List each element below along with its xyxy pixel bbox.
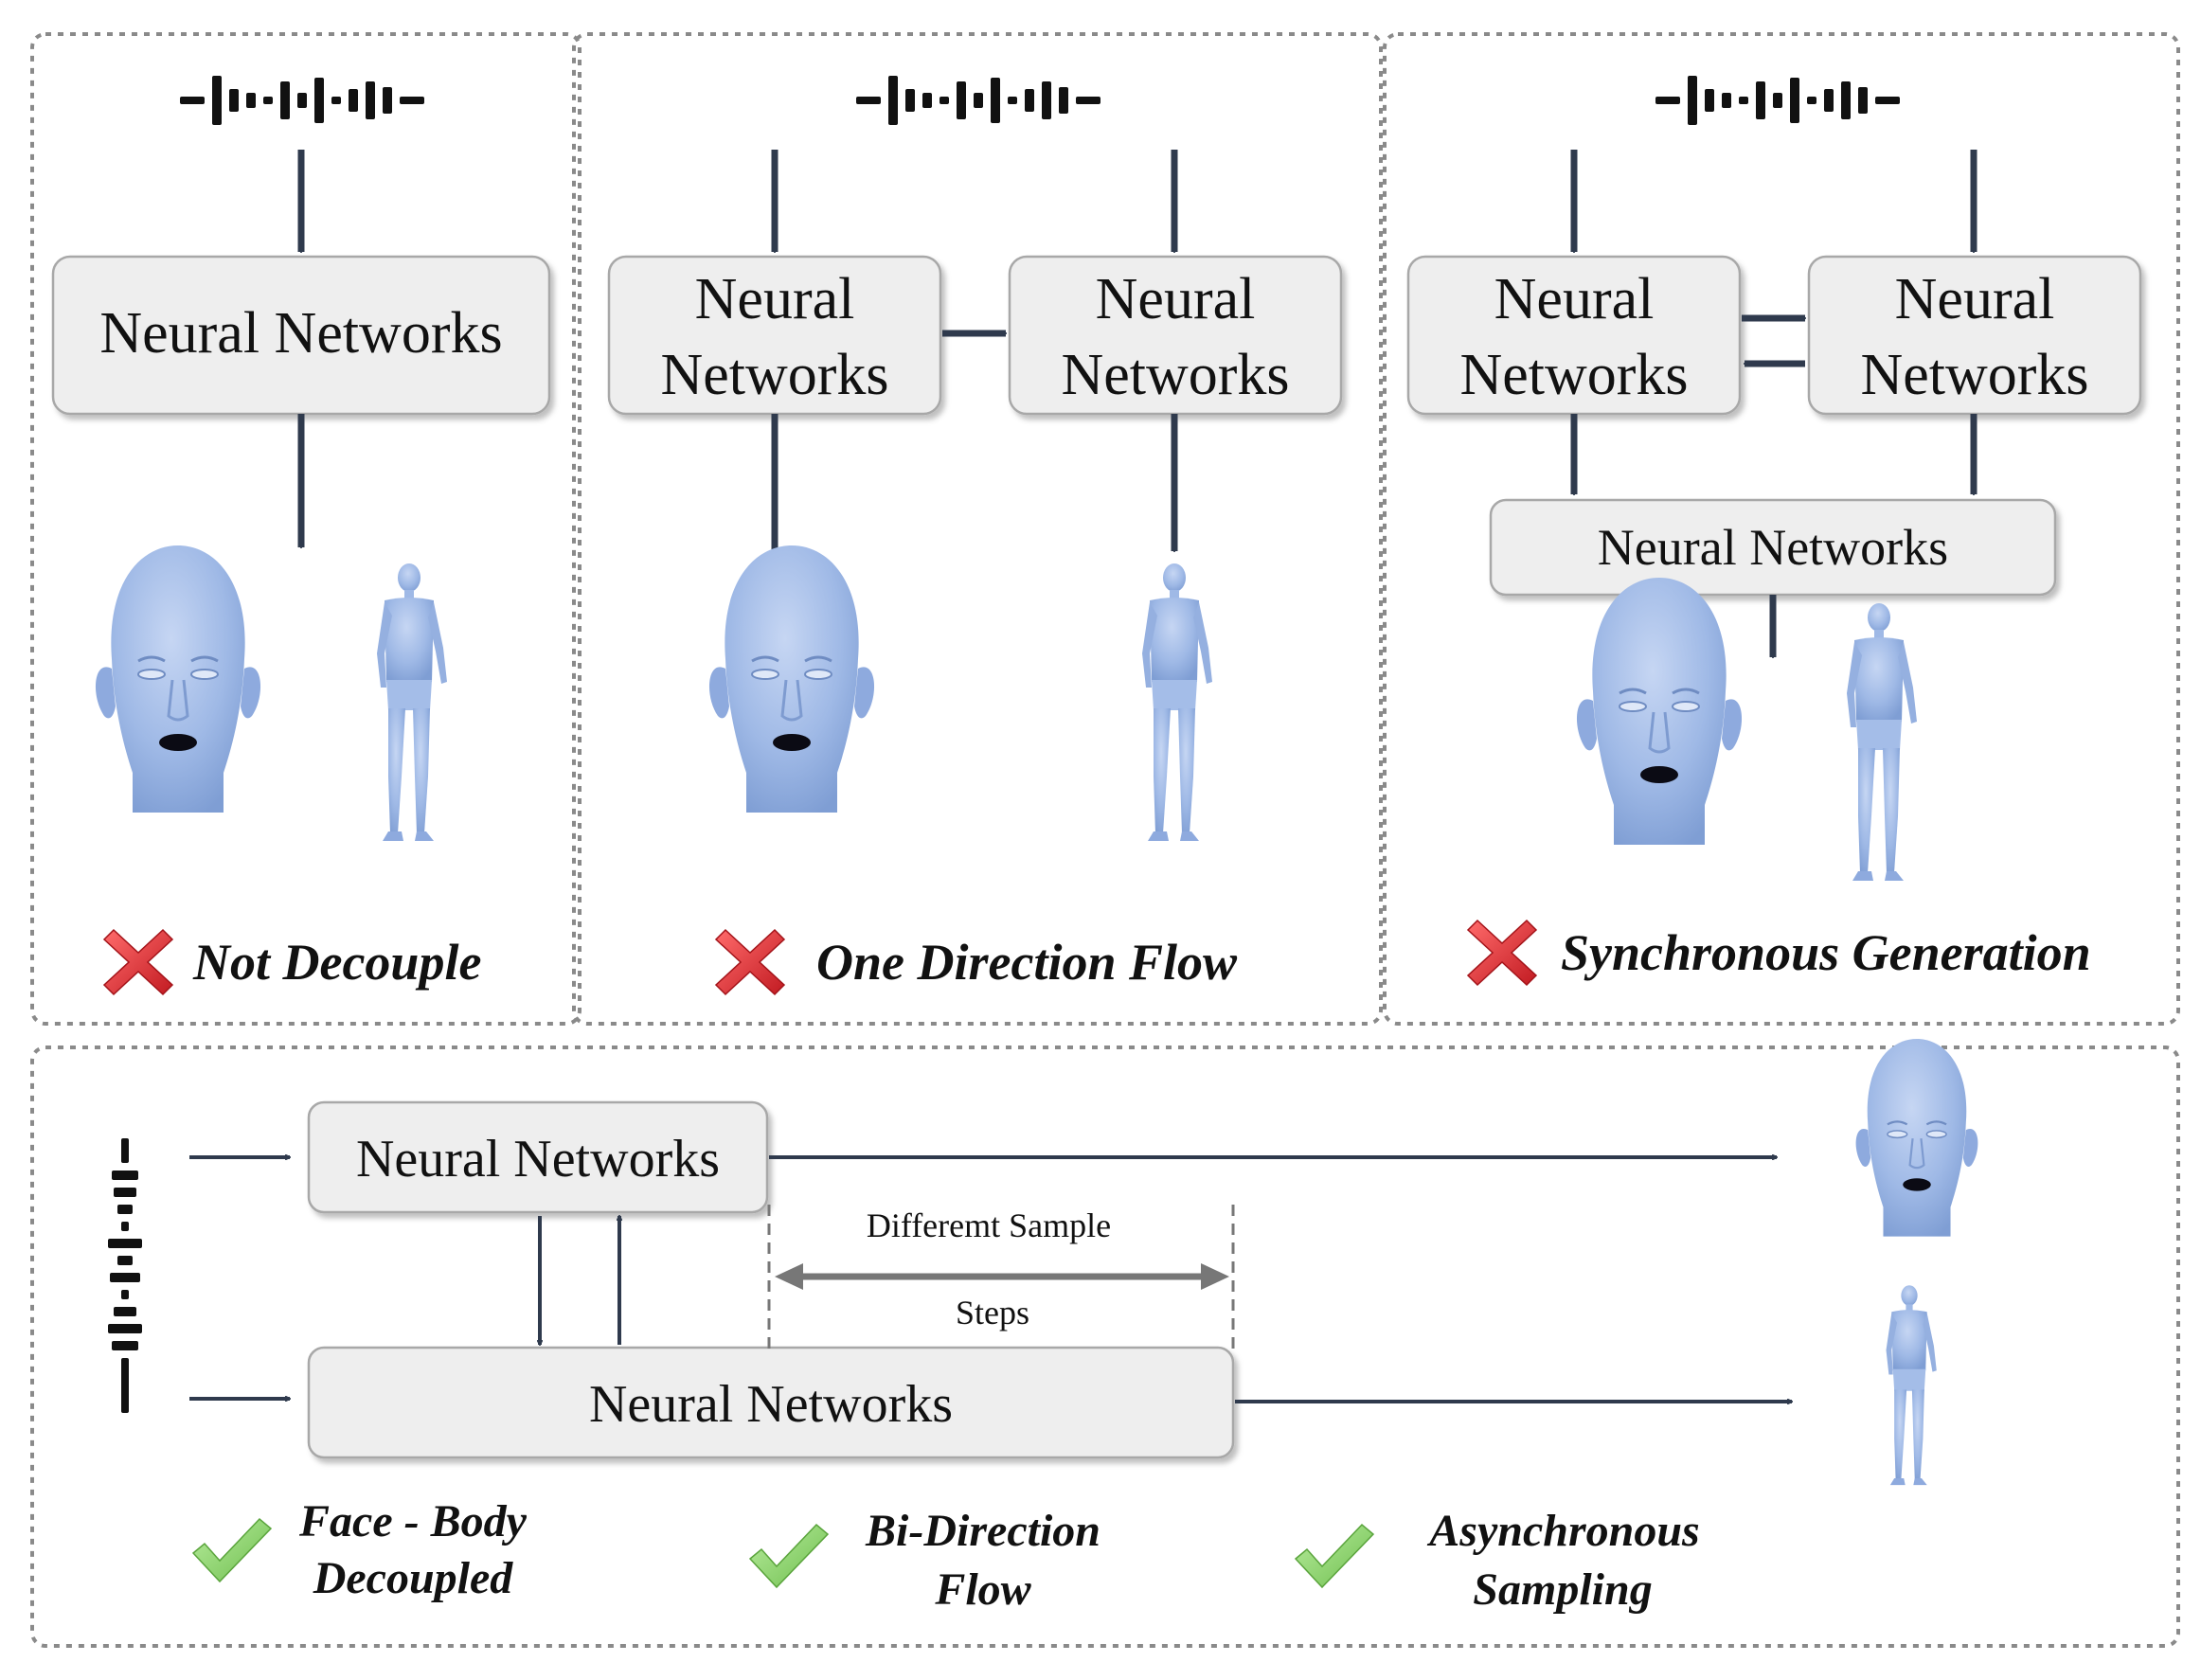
left-network-label-line2: Networks xyxy=(1459,343,1688,407)
right-network-label-line1: Neural xyxy=(1096,267,1256,331)
green-check-icon xyxy=(1295,1524,1374,1588)
fusion-network-label: Neural Networks xyxy=(1598,519,1948,576)
panel-one-direction-flow xyxy=(572,32,1383,1026)
green-check-icon xyxy=(749,1524,829,1588)
face-mesh-icon xyxy=(94,544,262,814)
left-network-label-line1: Neural xyxy=(1494,267,1655,331)
red-cross-icon xyxy=(1467,920,1537,986)
red-cross-icon xyxy=(103,929,173,995)
body-mesh-icon xyxy=(1886,1285,1937,1486)
face-mesh-icon xyxy=(707,544,876,814)
neural-network-label: Neural Networks xyxy=(99,301,502,366)
audio-waveform-icon xyxy=(108,1138,142,1413)
check-async-line1: Asynchronous xyxy=(1426,1506,1699,1556)
left-network-label-line2: Networks xyxy=(660,343,888,407)
face-neural-network-box xyxy=(307,1100,769,1214)
right-network-label-line2: Networks xyxy=(1061,343,1289,407)
green-check-icon xyxy=(192,1518,272,1582)
right-network-label-line2: Networks xyxy=(1860,343,2088,407)
caption-not-decouple: Not Decouple xyxy=(192,934,481,991)
left-network-label-line1: Neural xyxy=(695,267,855,331)
body-mesh-icon xyxy=(1142,563,1212,841)
steps-double-arrow xyxy=(775,1263,1229,1290)
steps-label-line2: Steps xyxy=(956,1294,1029,1331)
audio-waveform-icon xyxy=(856,76,1100,125)
red-cross-icon xyxy=(715,929,785,995)
audio-waveform-icon xyxy=(180,76,424,125)
panel-proposed-method xyxy=(30,1046,2180,1648)
body-network-label: Neural Networks xyxy=(589,1375,953,1434)
panel-synchronous-generation xyxy=(1383,32,2180,1026)
panel-not-decouple xyxy=(30,32,582,1026)
caption-synchronous-generation: Synchronous Generation xyxy=(1561,924,2091,981)
right-network-label-line1: Neural xyxy=(1895,267,2055,331)
check-face-body-line2: Decoupled xyxy=(313,1553,514,1603)
steps-label-line1: Differemt Sample xyxy=(867,1206,1111,1244)
body-mesh-icon xyxy=(377,563,447,841)
check-async-line2: Sampling xyxy=(1473,1564,1652,1615)
caption-one-direction-flow: One Direction Flow xyxy=(816,934,1238,991)
body-mesh-icon xyxy=(1847,603,1917,881)
face-mesh-icon xyxy=(1575,576,1744,847)
check-face-body-line1: Face - Body xyxy=(298,1496,528,1546)
face-network-label: Neural Networks xyxy=(356,1130,720,1189)
face-mesh-icon xyxy=(1854,1037,1979,1238)
body-neural-network-box xyxy=(307,1346,1235,1459)
check-bi-direction-line2: Flow xyxy=(934,1564,1031,1615)
check-bi-direction-line1: Bi-Direction xyxy=(865,1506,1100,1556)
audio-waveform-icon xyxy=(1655,76,1900,125)
